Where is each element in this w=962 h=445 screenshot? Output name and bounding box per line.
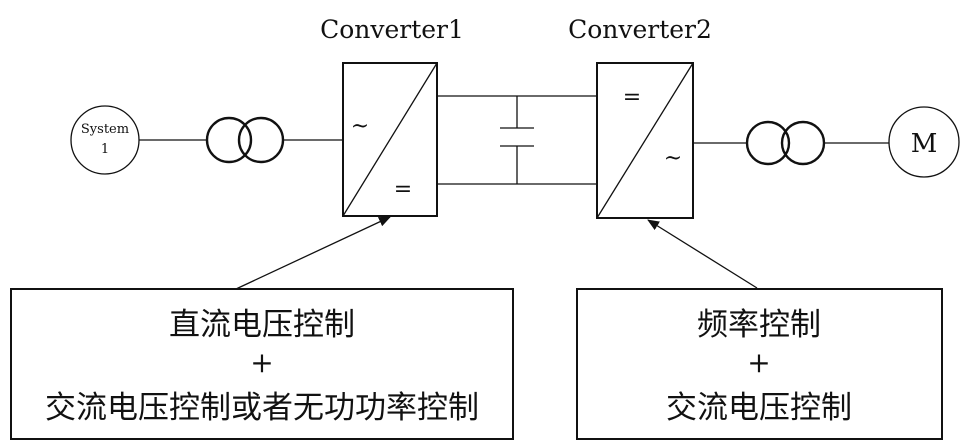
control2-border	[576, 288, 943, 440]
converter1-dc-symbol: =	[394, 177, 412, 202]
control2-plus: +	[747, 346, 770, 379]
converter1-block: ~ =	[342, 62, 438, 217]
converter2-dc-symbol: =	[623, 85, 641, 110]
transformer1-winding-left	[205, 116, 253, 164]
control2-line3: 交流电压控制	[666, 390, 852, 426]
control1-line1: 直流电压控制	[169, 307, 355, 343]
transformer1-winding-right	[237, 116, 285, 164]
converter2-diagonal	[596, 62, 694, 219]
control2-box: 频率控制 + 交流电压控制	[576, 288, 943, 440]
control1-plus: +	[250, 346, 273, 379]
control1-border	[10, 288, 514, 440]
transformer2-winding-left	[745, 120, 791, 166]
dc-link	[437, 95, 597, 185]
converter1-diagonal	[342, 62, 438, 217]
system-circle	[70, 105, 140, 175]
control2-line1: 频率控制	[697, 307, 821, 343]
converter1-ac-symbol: ~	[351, 114, 369, 139]
converter2-ac-symbol: ~	[664, 146, 682, 171]
control1-line3: 交流电压控制或者无功功率控制	[45, 390, 479, 426]
motor-circle	[888, 106, 960, 178]
system-source: System 1	[70, 105, 140, 175]
transformer2	[745, 120, 826, 166]
converter1-box	[342, 62, 438, 217]
transformer1	[205, 116, 285, 164]
control1-arrow	[235, 216, 391, 290]
converter2-box	[596, 62, 694, 219]
converter1-title: Converter1	[320, 15, 464, 44]
system-label-line2: 1	[101, 142, 109, 157]
motor: M	[888, 106, 960, 178]
converter2-block: = ~	[596, 62, 694, 219]
motor-label: M	[911, 129, 938, 159]
control2-arrow	[647, 219, 758, 289]
converter2-title: Converter2	[568, 15, 712, 44]
system-label-line1: System	[81, 122, 129, 137]
control1-box: 直流电压控制 + 交流电压控制或者无功功率控制	[10, 288, 514, 440]
